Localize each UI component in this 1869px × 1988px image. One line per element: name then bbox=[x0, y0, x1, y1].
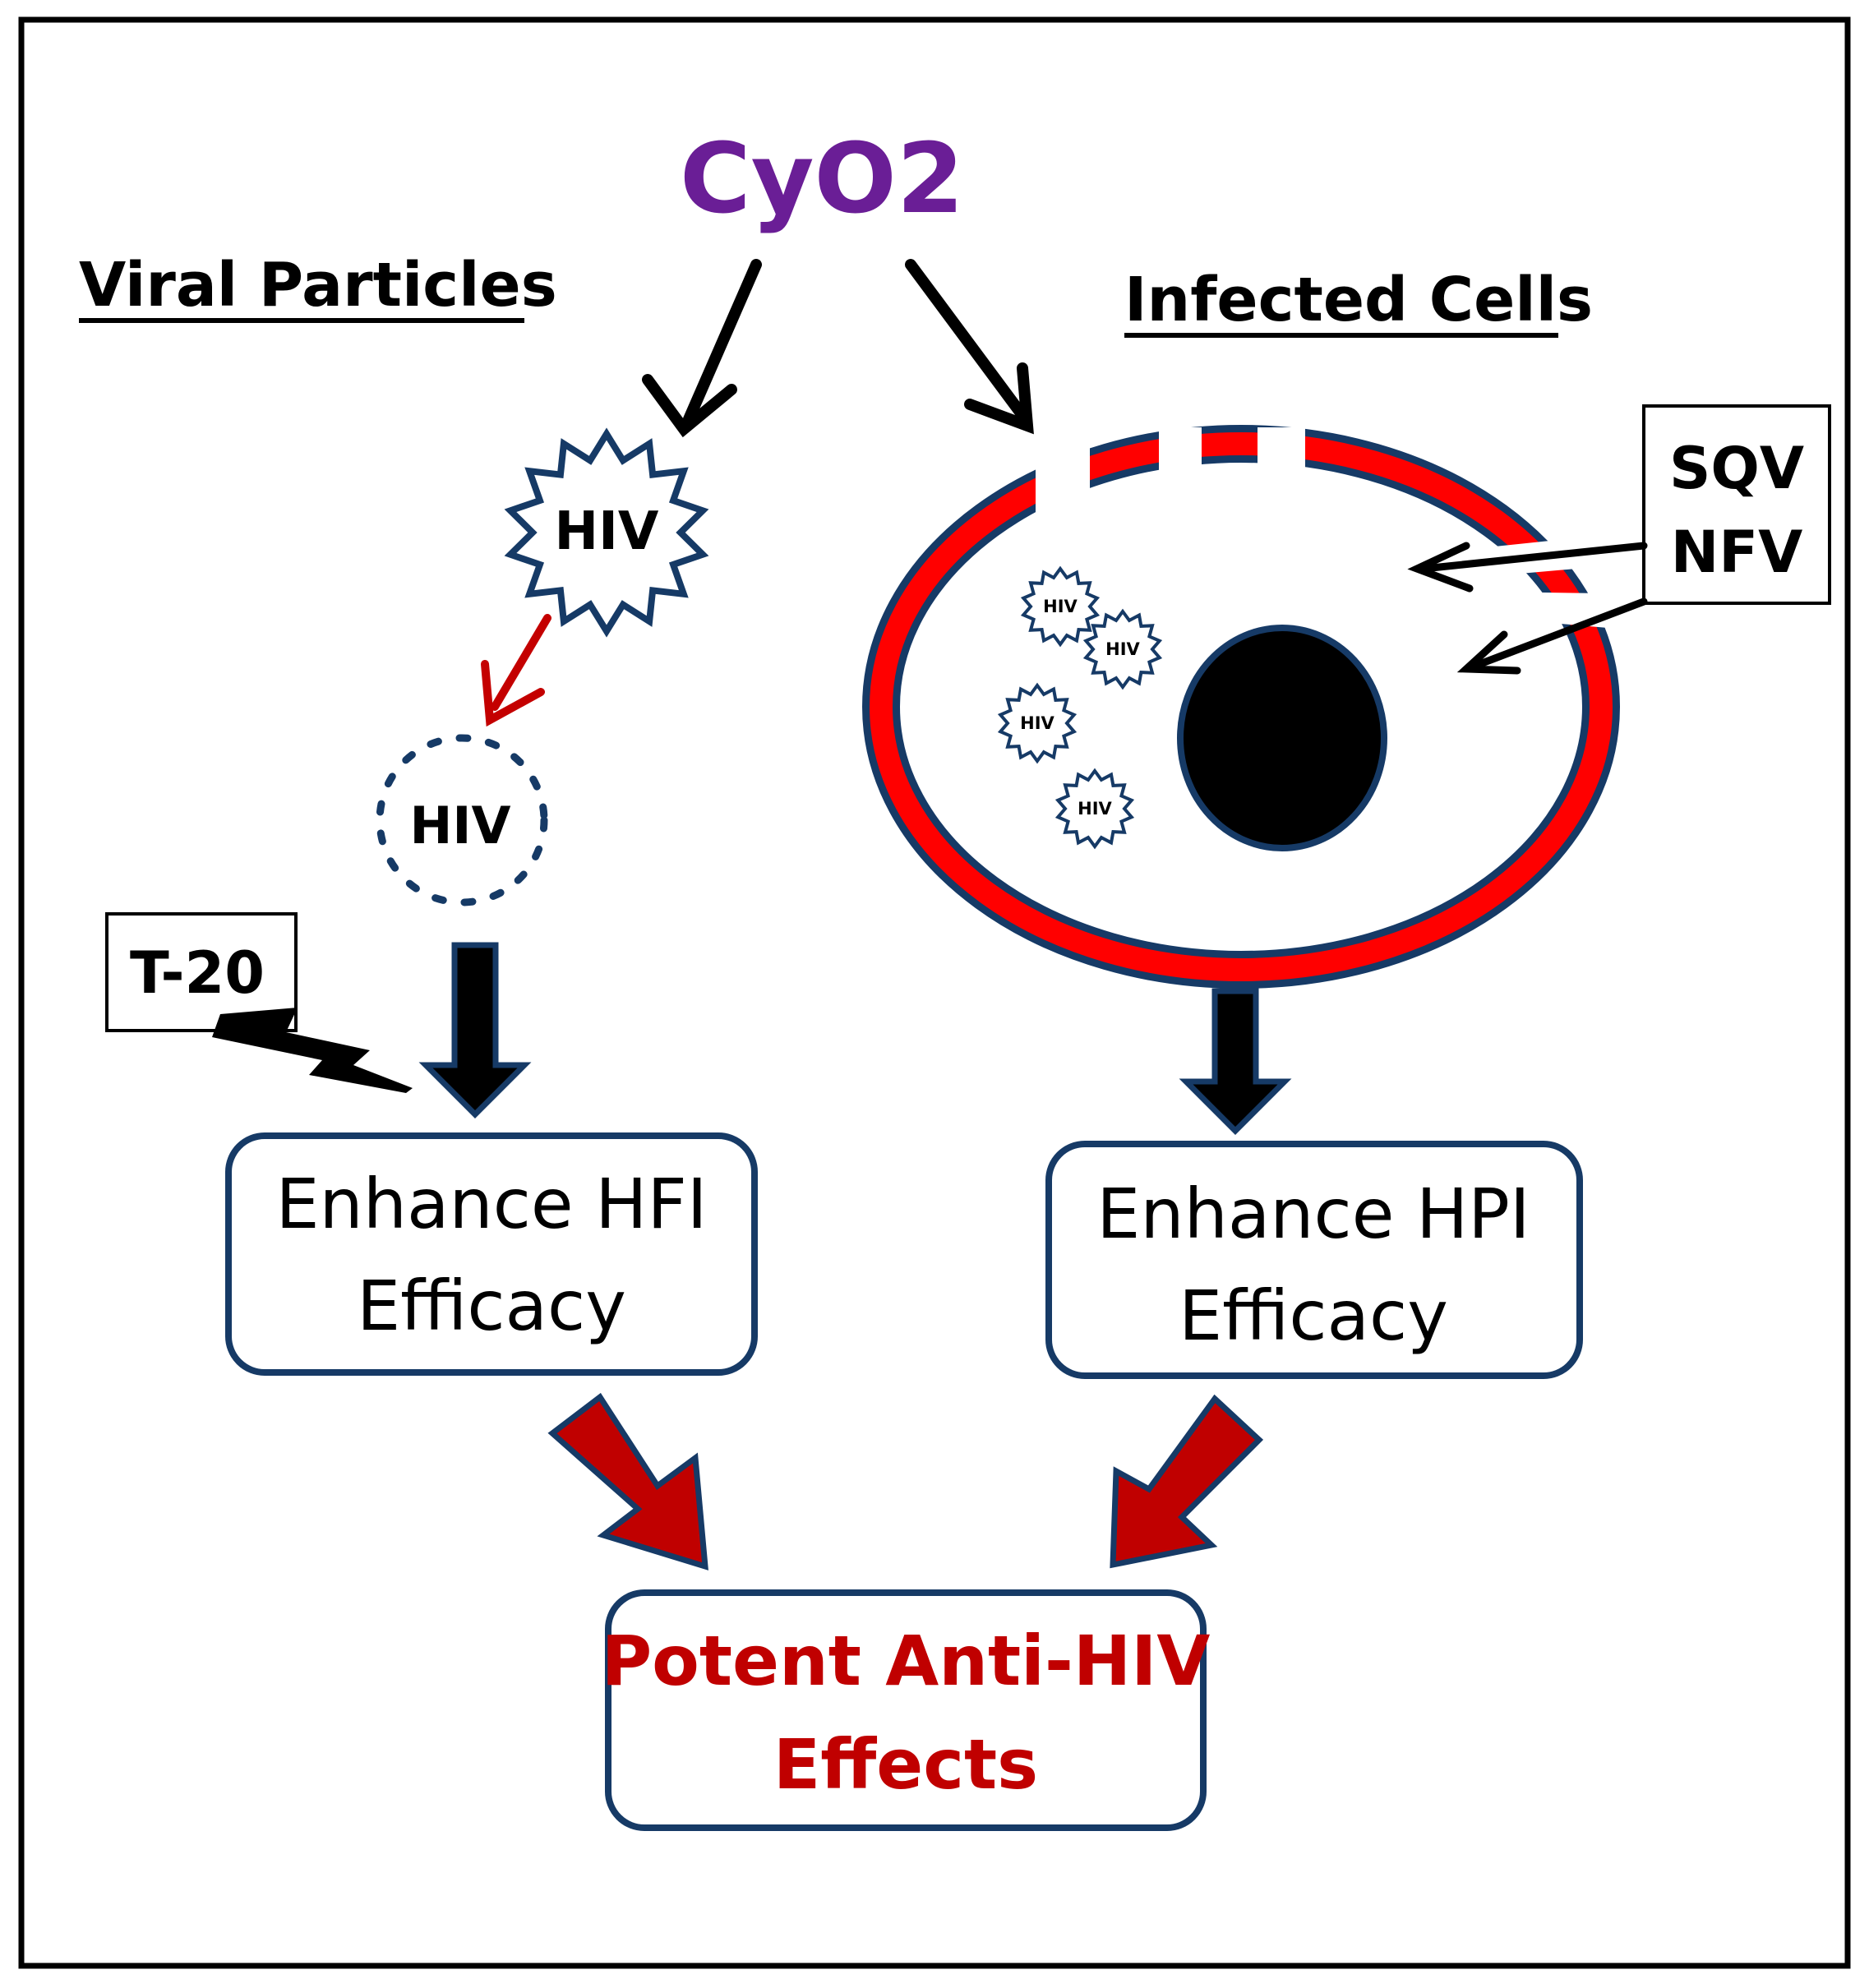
svg-text:HIV: HIV bbox=[1020, 713, 1054, 733]
result-line-1: Potent Anti-HIV bbox=[602, 1621, 1211, 1701]
hpi-box bbox=[1045, 1141, 1583, 1379]
membrane-gap bbox=[1488, 592, 1608, 628]
arrow-drug-nfv bbox=[1456, 597, 1648, 675]
arrow-down-right bbox=[1179, 988, 1292, 1135]
hfi-box bbox=[225, 1132, 758, 1376]
hpi-line-2: Efficacy bbox=[1179, 1275, 1448, 1356]
hfi-line-1: Enhance HFI bbox=[275, 1164, 707, 1244]
hfi-line-2: Efficacy bbox=[357, 1266, 626, 1346]
drug-label-sqv: SQV bbox=[1669, 435, 1804, 502]
svg-text:HIV: HIV bbox=[1105, 639, 1140, 659]
arrow-down-left bbox=[418, 942, 532, 1119]
hiv-particle-small: HIV bbox=[1054, 768, 1135, 850]
svg-text:HIV: HIV bbox=[555, 501, 659, 562]
svg-text:HIV: HIV bbox=[1078, 799, 1112, 819]
hiv-particle-small: HIV bbox=[997, 682, 1078, 764]
svg-text:HIV: HIV bbox=[1043, 597, 1078, 616]
lightning-bolt-icon bbox=[212, 1008, 413, 1093]
infected-cell: HIV HIV HIV HIV bbox=[862, 425, 1620, 989]
membrane-gap bbox=[1159, 427, 1202, 528]
hiv-particle-small: HIV bbox=[1082, 608, 1163, 690]
hpi-line-1: Enhance HPI bbox=[1096, 1174, 1530, 1254]
title-cyo2: CyO2 bbox=[680, 122, 964, 235]
hiv-particle-intact: HIV bbox=[504, 427, 709, 638]
arrow-title-to-cell bbox=[905, 259, 1034, 435]
heading-viral-particles: Viral Particles bbox=[79, 250, 557, 321]
arrow-drug-sqv bbox=[1407, 542, 1648, 593]
arrow-red-disintegration bbox=[481, 614, 551, 727]
drug-label-nfv: NFV bbox=[1671, 519, 1803, 586]
arrow-red-left-to-result bbox=[547, 1392, 708, 1571]
heading-infected-cells: Infected Cells bbox=[1124, 265, 1593, 335]
sqv-nfv-box bbox=[1642, 404, 1831, 605]
membrane-gap bbox=[1036, 427, 1090, 528]
cell-nucleus bbox=[1177, 625, 1387, 851]
membrane-gap bbox=[1258, 427, 1305, 528]
result-box bbox=[605, 1589, 1207, 1831]
arrow-title-to-hiv bbox=[642, 259, 762, 438]
svg-text:HIV: HIV bbox=[410, 796, 511, 856]
arrow-red-right-to-result bbox=[1110, 1394, 1264, 1569]
result-line-2: Effects bbox=[773, 1724, 1038, 1805]
hiv-particle-disrupted: HIV bbox=[376, 734, 548, 906]
t20-label: T-20 bbox=[130, 939, 265, 1007]
hiv-particle-small: HIV bbox=[1020, 565, 1101, 648]
